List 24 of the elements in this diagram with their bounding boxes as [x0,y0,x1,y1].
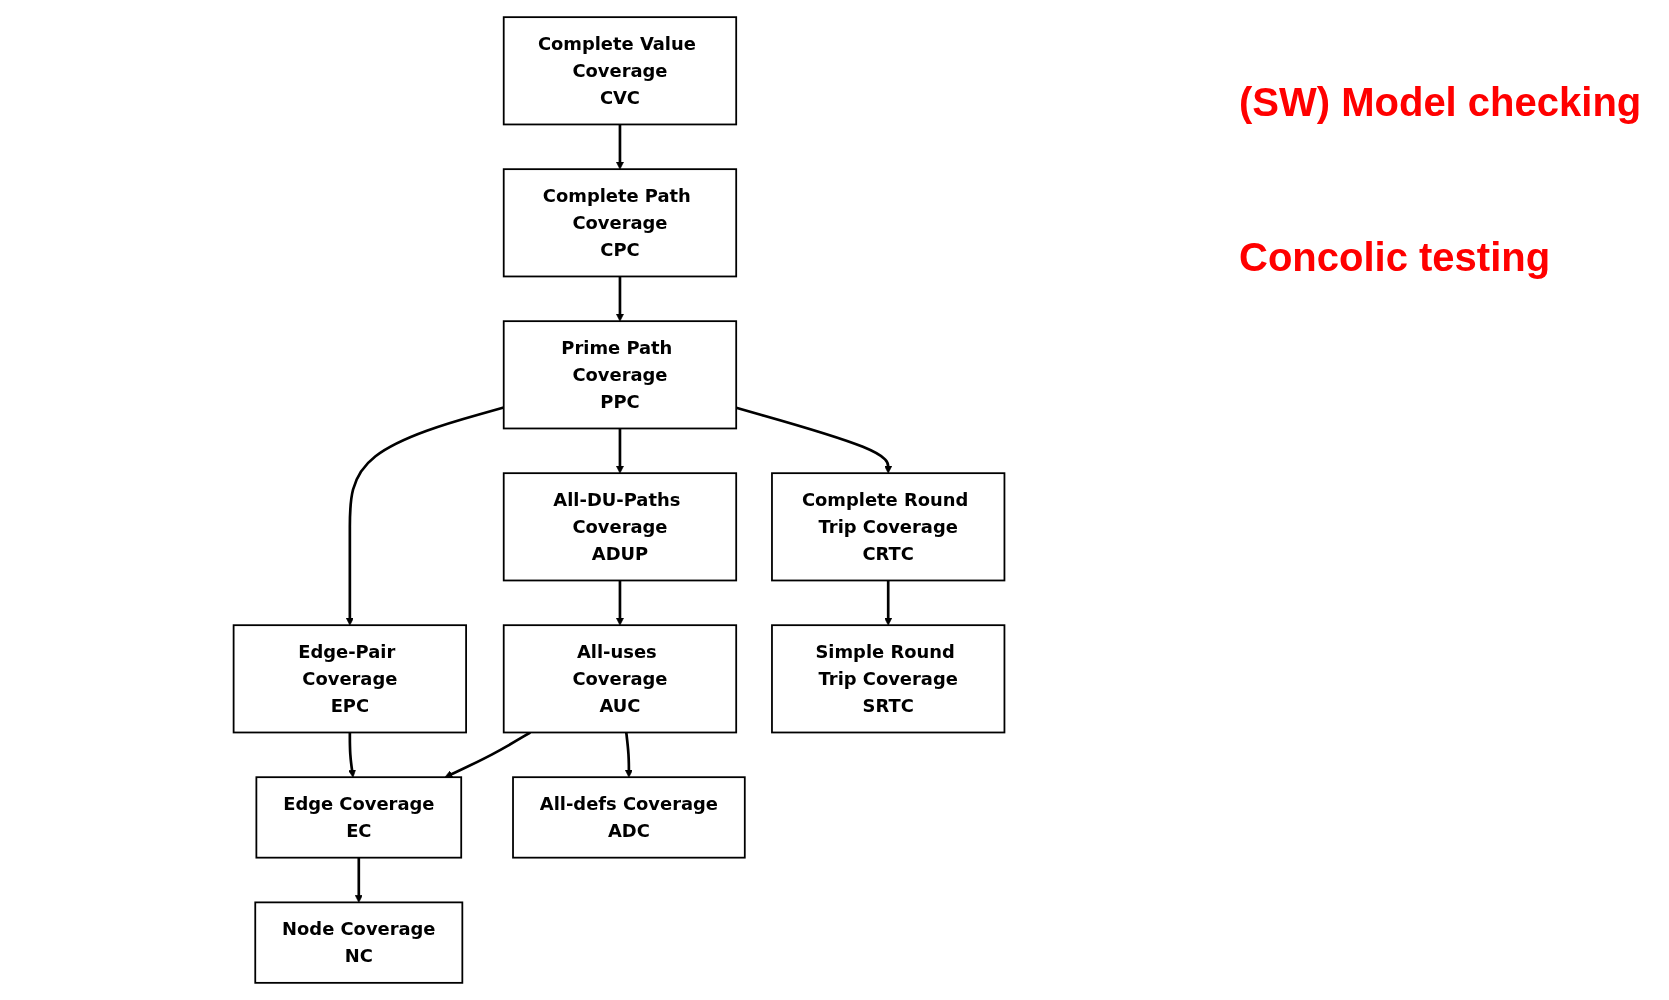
node-box: Complete Path Coverage CPC [503,168,738,278]
arrow [346,406,505,626]
node-box: All-uses Coverage AUC [503,624,738,734]
node-box: Edge Coverage EC [255,776,463,859]
arrow [355,857,364,903]
arrow [445,731,532,778]
node-box: All-DU-Paths Coverage ADUP [503,472,738,582]
annotation-text: (SW) Model checking [1239,80,1642,125]
node-box: Complete Value Coverage CVC [503,16,738,126]
arrow [616,124,625,170]
node-box: All-defs Coverage ADC [512,776,747,859]
node-box: Node Coverage NC [254,901,464,984]
arrow [616,580,625,626]
arrow [625,732,634,778]
node-box: Complete Round Trip Coverage CRTC [771,472,1006,582]
arrow [616,428,625,474]
node-box: Edge-Pair Coverage EPC [233,624,468,734]
arrow [616,276,625,322]
arrow [348,732,357,778]
arrow [736,406,893,474]
node-box: Simple Round Trip Coverage SRTC [771,624,1006,734]
arrow [884,580,893,626]
annotation-text: Concolic testing [1239,235,1551,280]
node-box: Prime Path Coverage PPC [503,320,738,430]
